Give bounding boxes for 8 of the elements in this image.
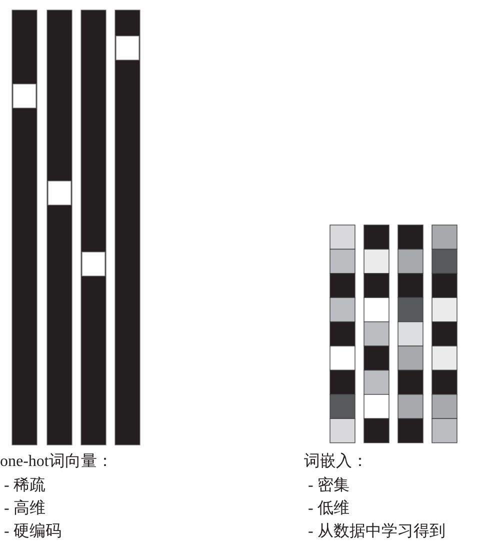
list-item: - 密集 xyxy=(308,476,350,496)
list-item: - 低维 xyxy=(308,499,350,519)
list-item: - 从数据中学习得到 xyxy=(308,522,446,542)
list-item: - 高维 xyxy=(4,499,46,519)
list-item: - 硬编码 xyxy=(4,522,62,542)
list-item: - 稀疏 xyxy=(4,476,46,496)
heading-text: 词嵌入： xyxy=(304,452,368,472)
heading-text: one-hot词向量： xyxy=(0,452,113,472)
